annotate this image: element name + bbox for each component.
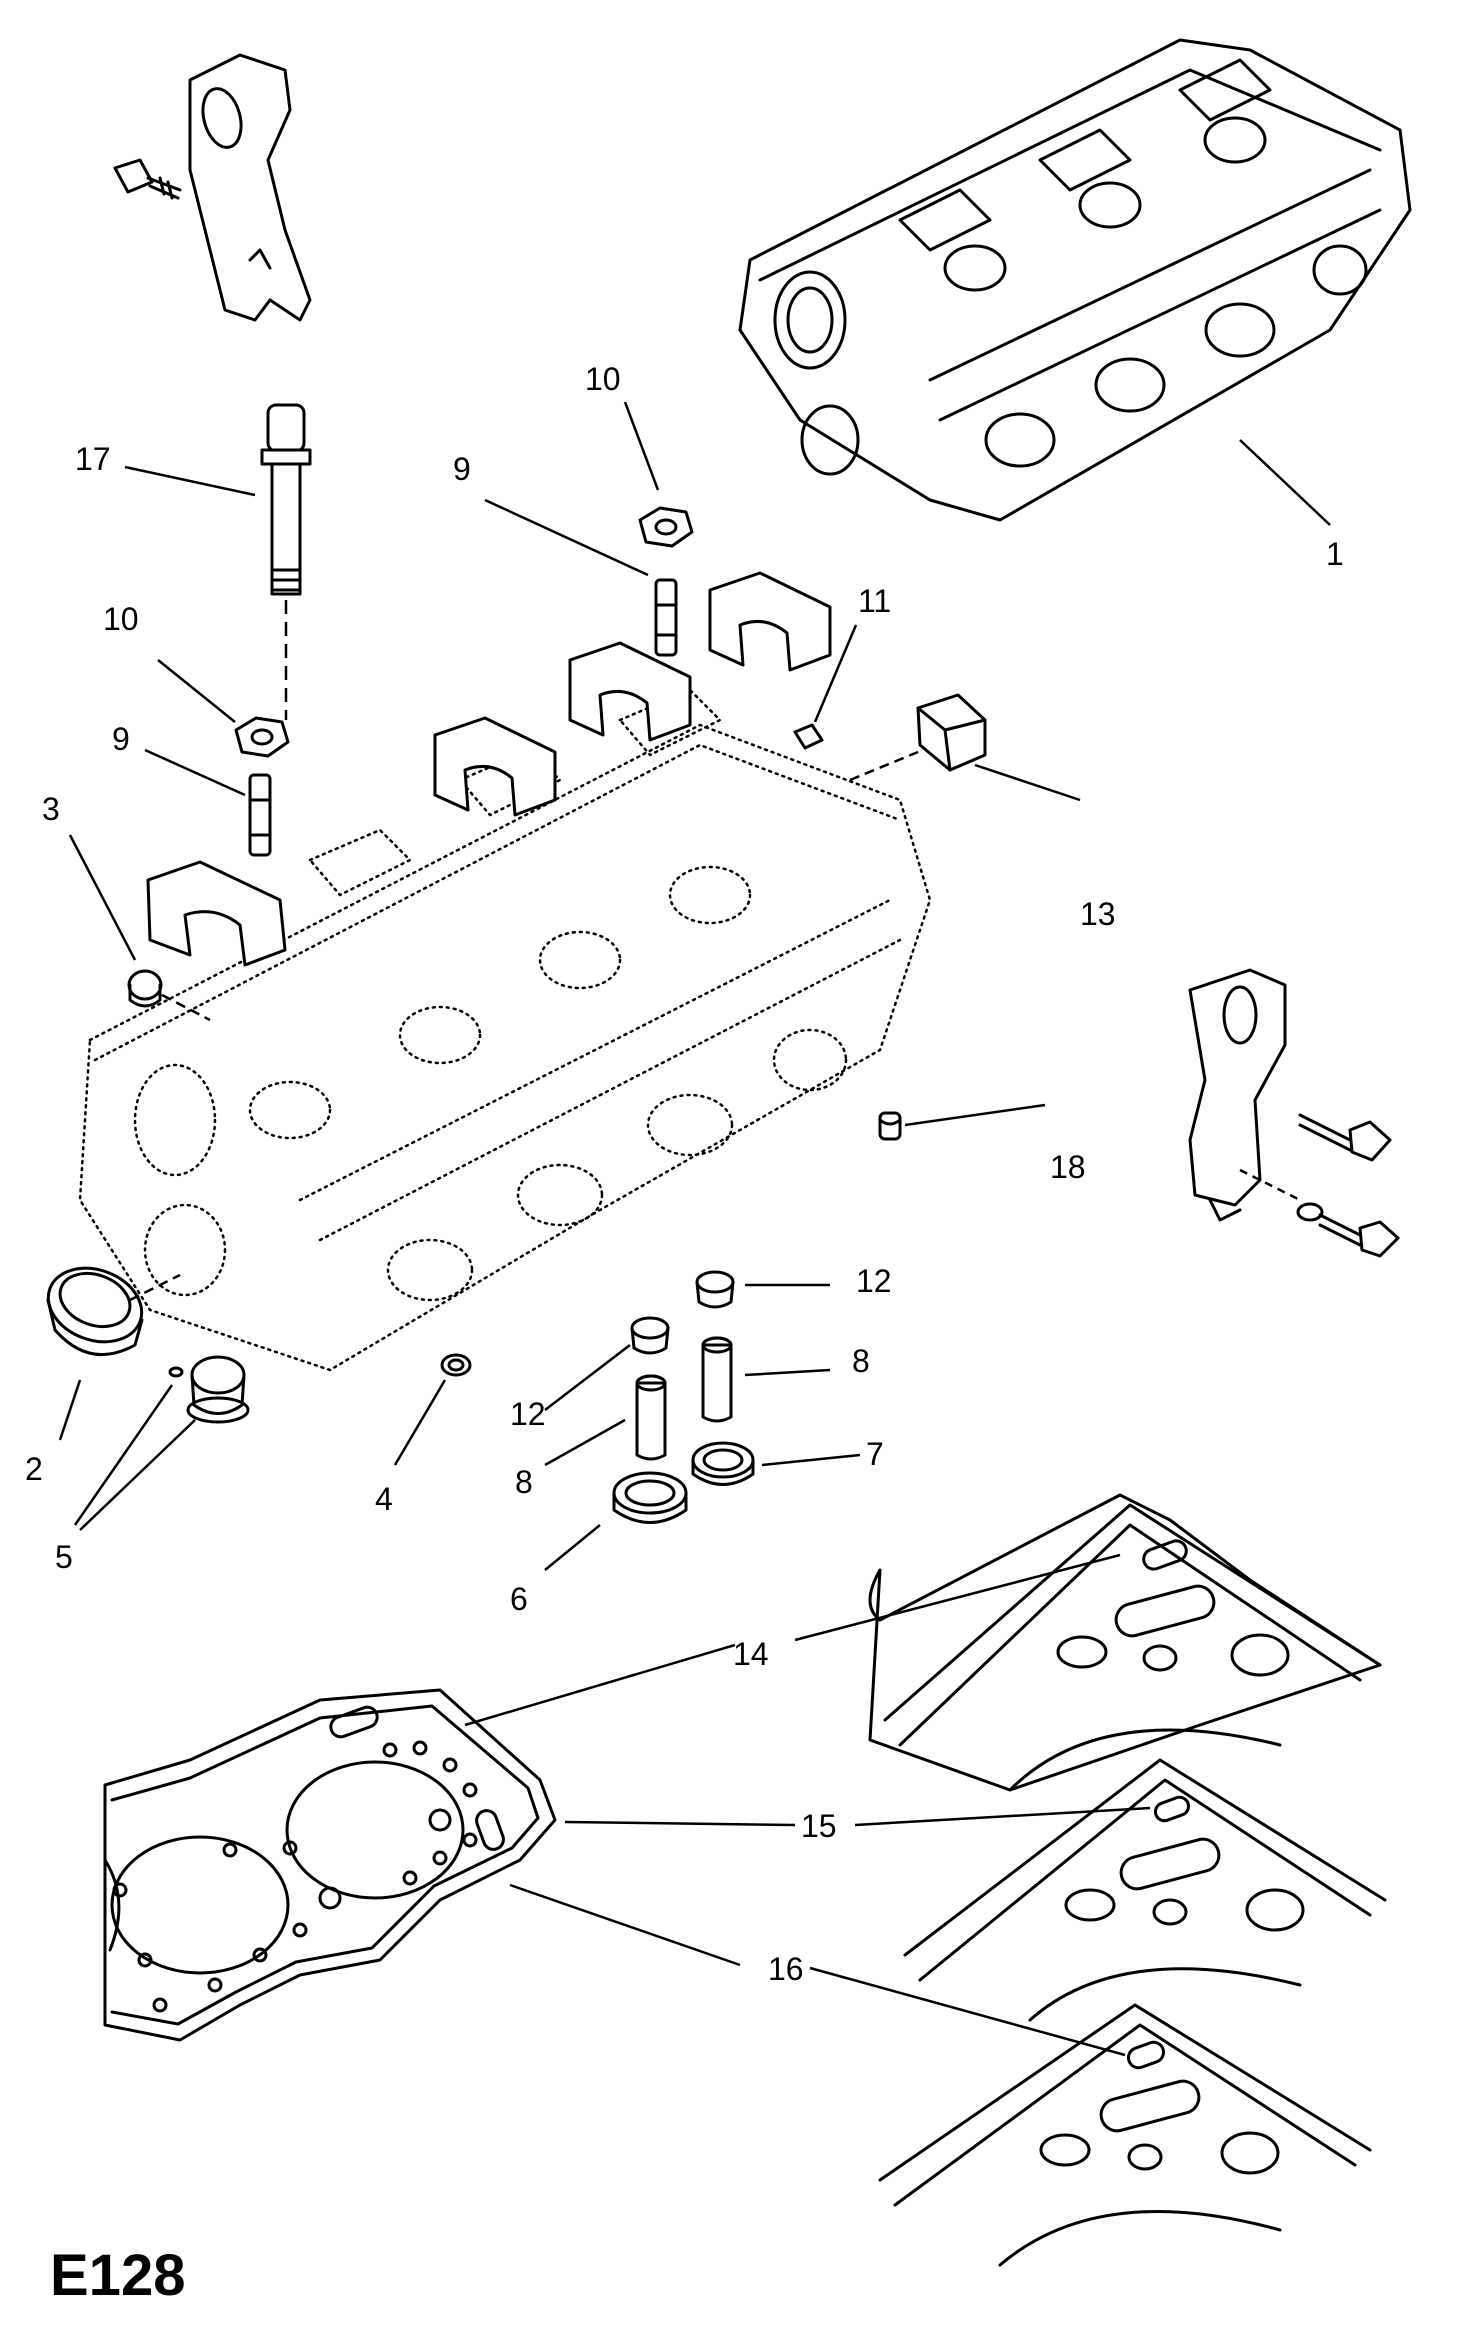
- bracket-bolt-right-upper: [1298, 1113, 1392, 1162]
- hex-nut-right: [638, 506, 694, 548]
- callout-14: 14: [733, 1636, 769, 1672]
- lifting-bracket-right: [1188, 968, 1301, 1222]
- bracket-bolt-right-lower: [1296, 1202, 1400, 1258]
- cylinder-head-assembly: [738, 38, 1412, 522]
- valve-guide-8b: [701, 1336, 733, 1423]
- callout-15: 15: [801, 1808, 837, 1844]
- callout-17: 17: [75, 441, 111, 477]
- cylinder-head-phantom-outline: [78, 688, 932, 1372]
- leader-lines: [58, 401, 1331, 2057]
- callout-13: 13: [1080, 896, 1116, 932]
- valve-stem-seal-12a: [630, 1316, 670, 1355]
- callout-4: 4: [375, 1481, 393, 1517]
- head-gasket: [103, 1688, 557, 2042]
- gasket-detail-15: [903, 1758, 1387, 2022]
- stud-bolt: [260, 403, 312, 720]
- valve-seat-ring-7: [691, 1441, 755, 1486]
- callout-3: 3: [42, 791, 60, 827]
- callout-9-left: 9: [112, 721, 130, 757]
- lifting-bracket-top-left: [188, 53, 312, 322]
- callout-10-left: 10: [103, 601, 139, 637]
- callout-7: 7: [866, 1436, 884, 1472]
- callout-10-right: 10: [585, 361, 621, 397]
- callout-16: 16: [768, 1951, 804, 1987]
- callout-9-right: 9: [453, 451, 471, 487]
- plug-5-small: [168, 1366, 184, 1378]
- callout-6: 6: [510, 1581, 528, 1617]
- callout-labels: 1 2 3 4 5 6 7 8 8 9 9 10 10 11 12 12 13 …: [25, 361, 1344, 1987]
- end-cap-13: [849, 693, 987, 782]
- stud-left: [248, 773, 272, 857]
- bracket-bolt-top-left: [113, 158, 182, 200]
- callout-18: 18: [1050, 1149, 1086, 1185]
- o-ring-4: [440, 1353, 472, 1377]
- callout-2: 2: [25, 1451, 43, 1487]
- gasket-detail-14: [868, 1493, 1382, 1792]
- callout-11: 11: [858, 583, 891, 619]
- plug-3: [127, 969, 211, 1022]
- callout-12-right: 12: [856, 1263, 892, 1299]
- callout-8-right: 8: [852, 1343, 870, 1379]
- callout-12-left: 12: [510, 1396, 546, 1432]
- gasket-detail-16: [878, 2003, 1372, 2267]
- figure-id: E128: [50, 2243, 185, 2308]
- hex-nut-left: [234, 716, 290, 758]
- valve-guide-8a: [635, 1374, 667, 1461]
- callout-8-left: 8: [515, 1464, 533, 1500]
- valve-seat-ring-6: [612, 1471, 688, 1524]
- callout-5: 5: [55, 1539, 73, 1575]
- dowel-pin: [793, 723, 824, 750]
- plug-5-large: [186, 1355, 250, 1424]
- stud-right: [654, 578, 678, 657]
- camshaft-bearing-caps: [146, 571, 832, 967]
- dowel-18: [878, 1111, 902, 1141]
- callout-1: 1: [1326, 536, 1344, 572]
- oil-seal-2: [46, 1266, 181, 1357]
- valve-stem-seal-12b: [695, 1270, 735, 1309]
